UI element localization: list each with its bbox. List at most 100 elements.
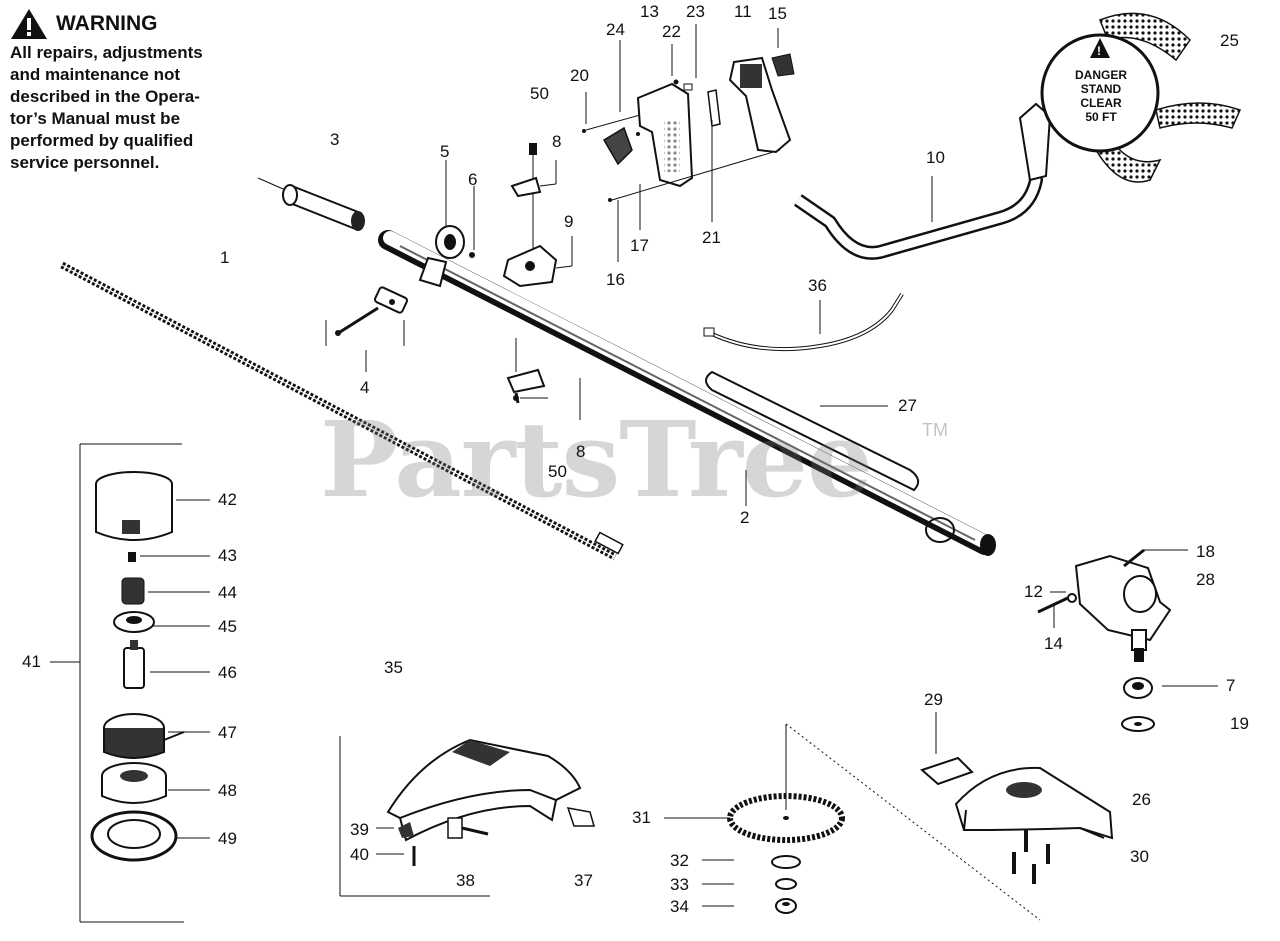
part-label-35[interactable]: 35 xyxy=(384,658,403,677)
assembly-line xyxy=(785,723,1041,921)
part-label-20[interactable]: 20 xyxy=(570,66,589,85)
drive-shaft-part-1[interactable] xyxy=(60,261,624,561)
trigger-part-17[interactable] xyxy=(602,126,633,166)
part-label-25[interactable]: 25 xyxy=(1220,31,1239,50)
part-label-39[interactable]: 39 xyxy=(350,820,369,839)
part-label-50b[interactable]: 50 xyxy=(548,462,567,481)
part-label-11[interactable]: 11 xyxy=(734,2,752,21)
part-label-18[interactable]: 18 xyxy=(1196,542,1215,561)
part-label-34[interactable]: 34 xyxy=(670,897,689,916)
cover-part-42[interactable] xyxy=(95,471,173,541)
washer-part-32[interactable] xyxy=(771,855,801,869)
throttle-clamp-part-9[interactable] xyxy=(502,143,558,288)
part-label-47[interactable]: 47 xyxy=(218,723,237,742)
part-label-46[interactable]: 46 xyxy=(218,663,237,682)
part-label-33[interactable]: 33 xyxy=(670,875,689,894)
shield-tube-part-27[interactable] xyxy=(705,370,920,492)
warning-line: service personnel. xyxy=(10,153,160,172)
part-label-7[interactable]: 7 xyxy=(1226,676,1236,695)
part-label-2[interactable]: 2 xyxy=(740,508,750,527)
latch-part-8[interactable] xyxy=(506,338,546,404)
part-label-36[interactable]: 36 xyxy=(808,276,827,295)
part-label-21[interactable]: 21 xyxy=(702,228,721,247)
part-label-27[interactable]: 27 xyxy=(898,396,917,415)
washer-part-33[interactable] xyxy=(775,878,797,890)
part-label-24[interactable]: 24 xyxy=(606,20,625,39)
nut-part-34[interactable] xyxy=(775,898,797,914)
housing-part-48[interactable] xyxy=(101,762,167,804)
bolts-part-30[interactable] xyxy=(1012,830,1050,884)
part-label-28[interactable]: 28 xyxy=(1196,570,1215,589)
part-label-31[interactable]: 31 xyxy=(632,808,651,827)
part-label-12[interactable]: 12 xyxy=(1024,582,1043,601)
part-label-44[interactable]: 44 xyxy=(218,583,237,602)
part-label-43[interactable]: 43 xyxy=(218,546,237,565)
spring-part-44[interactable] xyxy=(121,577,145,605)
blade-guard-part-26[interactable] xyxy=(954,766,1114,840)
bracket-part-4[interactable] xyxy=(335,286,408,336)
clamp-part-5[interactable] xyxy=(418,225,465,288)
part-label-10[interactable]: 10 xyxy=(926,148,945,167)
guard-assembly-part-35[interactable] xyxy=(339,736,595,897)
bolt-part-46[interactable] xyxy=(123,640,145,689)
part-label-49[interactable]: 49 xyxy=(218,829,237,848)
loop-handle-part-10[interactable] xyxy=(794,102,1052,260)
part-label-41[interactable]: 41 xyxy=(22,652,41,671)
part-label-22[interactable]: 22 xyxy=(662,22,681,41)
part-label-48[interactable]: 48 xyxy=(218,781,237,800)
clip-part-15[interactable] xyxy=(771,53,795,77)
part-label-32[interactable]: 32 xyxy=(670,851,689,870)
part-label-26[interactable]: 26 xyxy=(1132,790,1151,809)
warning-body: All repairs, adjustments and maintenance… xyxy=(10,42,250,174)
part-label-14[interactable]: 14 xyxy=(1044,634,1063,653)
gearbox-part-28[interactable] xyxy=(1037,548,1172,662)
part-label-6[interactable]: 6 xyxy=(468,170,478,189)
part-label-38[interactable]: 38 xyxy=(456,871,475,890)
part-label-19[interactable]: 19 xyxy=(1230,714,1249,733)
warning-line: tor’s Manual must be xyxy=(10,109,181,128)
part-label-29[interactable]: 29 xyxy=(924,690,943,709)
decal-line: 50 FT xyxy=(1085,110,1117,124)
part-label-5[interactable]: 5 xyxy=(440,142,450,161)
part-label-1[interactable]: 1 xyxy=(220,248,230,267)
part-label-13[interactable]: 13 xyxy=(640,2,659,21)
watermark-tm: TM xyxy=(922,420,948,440)
part-label-8[interactable]: 8 xyxy=(552,132,562,151)
washer-part-19[interactable] xyxy=(1121,716,1155,732)
nut-part-7[interactable] xyxy=(1123,677,1153,699)
part-label-30[interactable]: 30 xyxy=(1130,847,1149,866)
foam-grip-part-3[interactable] xyxy=(257,177,365,232)
ring-part-49[interactable] xyxy=(90,810,178,862)
part-label-37[interactable]: 37 xyxy=(574,871,593,890)
decal-line: CLEAR xyxy=(1080,96,1122,110)
warning-line: All repairs, adjustments xyxy=(10,43,203,62)
warning-line: described in the Opera- xyxy=(10,87,200,106)
shaft-tube-part-2[interactable] xyxy=(378,230,996,556)
part-label-23[interactable]: 23 xyxy=(686,2,705,21)
warning-title: WARNING xyxy=(56,12,158,35)
svg-text:!: ! xyxy=(1097,44,1101,58)
trimmer-head-assembly-part-41[interactable] xyxy=(50,443,184,923)
part-label-40[interactable]: 40 xyxy=(350,845,369,864)
part-label-9[interactable]: 9 xyxy=(564,212,574,231)
small-parts-21-22-23[interactable] xyxy=(636,79,721,137)
part-label-3[interactable]: 3 xyxy=(330,130,340,149)
handle-half-part-11[interactable] xyxy=(728,56,792,154)
adapter-plate-part-29[interactable] xyxy=(920,756,974,786)
part-label-8b[interactable]: 8 xyxy=(576,442,586,461)
clip-part-43[interactable] xyxy=(128,552,136,562)
part-label-42[interactable]: 42 xyxy=(218,490,237,509)
part-label-45[interactable]: 45 xyxy=(218,617,237,636)
part-label-50[interactable]: 50 xyxy=(530,84,549,103)
wire-part-36[interactable] xyxy=(703,292,904,352)
part-label-15[interactable]: 15 xyxy=(768,4,787,23)
spool-part-47[interactable] xyxy=(103,713,185,759)
part-label-17[interactable]: 17 xyxy=(630,236,649,255)
handle-half-part-24[interactable] xyxy=(636,82,694,188)
part-label-16[interactable]: 16 xyxy=(606,270,625,289)
screw-part-6[interactable] xyxy=(469,252,475,258)
retainer-part-45[interactable] xyxy=(113,611,155,633)
part-label-4[interactable]: 4 xyxy=(360,378,370,397)
harness-strap-part-25[interactable]: ! xyxy=(1040,12,1242,183)
